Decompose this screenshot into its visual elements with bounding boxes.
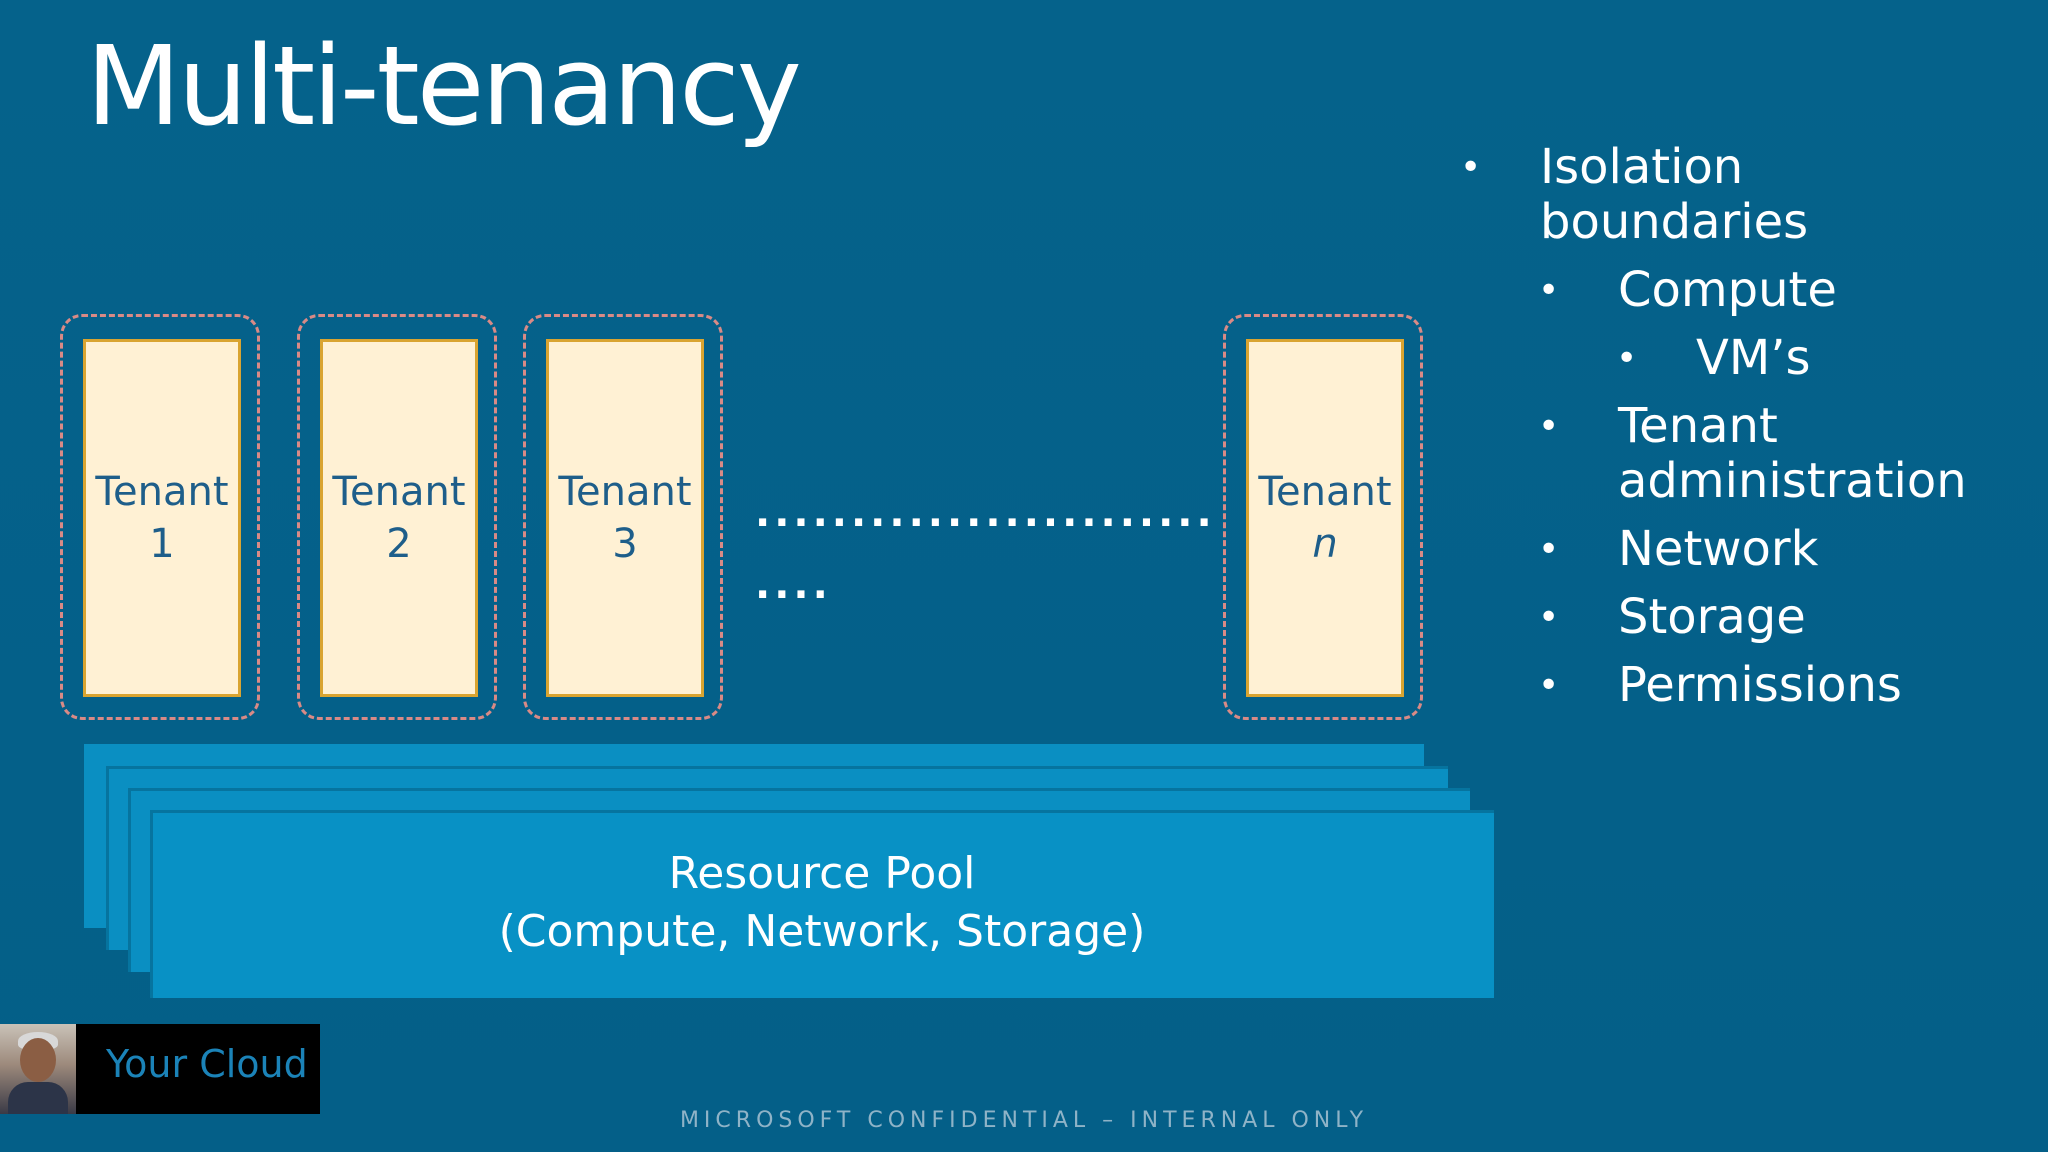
bullet-item: • VM’s [1460, 331, 2020, 386]
bullet-dot-icon: • [1538, 406, 1560, 447]
bullet-item: • Network [1460, 522, 2020, 577]
bullet-list: • Isolation boundaries • Compute • VM’s … [1460, 140, 2020, 726]
bullet-dot-icon: • [1460, 147, 1482, 188]
presenter-label: Your Cloud [106, 1042, 308, 1086]
bullet-item: • Compute [1460, 263, 2020, 318]
tenant-box: Tenant 1 [83, 339, 241, 697]
bullet-item: • Permissions [1460, 658, 2020, 713]
ellipsis-dots: ........................ [755, 490, 1216, 536]
bullet-text: VM’s [1696, 330, 1811, 386]
tenant-isolation-boundary: Tenant 2 [297, 314, 497, 720]
resource-pool-layer-front [150, 810, 1494, 998]
bullet-dot-icon: • [1616, 338, 1638, 379]
bullet-text: Network [1618, 521, 1819, 577]
tenant-number: 3 [612, 521, 638, 567]
tenant-box: Tenant 3 [546, 339, 704, 697]
bullet-item: • Storage [1460, 590, 2020, 645]
avatar-body [8, 1082, 68, 1114]
tenant-number: n [1312, 521, 1338, 567]
presenter-badge: Your Cloud [0, 1024, 320, 1114]
bullet-item: • Tenant administration [1460, 399, 2020, 509]
resource-pool-label: Resource Pool (Compute, Network, Storage… [150, 845, 1494, 961]
tenant-isolation-boundary: Tenant 3 [523, 314, 723, 720]
ellipsis-dots-short: .... [755, 562, 832, 608]
confidential-footer: MICROSOFT CONFIDENTIAL – INTERNAL ONLY [679, 1108, 1369, 1133]
tenant-isolation-boundary: Tenant n [1223, 314, 1423, 720]
tenant-box: Tenant n [1246, 339, 1404, 697]
tenant-number: 2 [386, 521, 412, 567]
resource-pool-title: Resource Pool [668, 848, 976, 899]
bullet-dot-icon: • [1538, 597, 1560, 638]
tenant-isolation-boundary: Tenant 1 [60, 314, 260, 720]
avatar-head [20, 1038, 56, 1082]
bullet-text: Permissions [1618, 657, 1902, 713]
slide-title: Multi-tenancy [86, 22, 802, 150]
tenant-label: Tenant [1258, 469, 1392, 515]
resource-pool-subtitle: (Compute, Network, Storage) [498, 906, 1146, 957]
tenant-number: 1 [149, 521, 175, 567]
tenant-label: Tenant [558, 469, 692, 515]
tenant-box: Tenant 2 [320, 339, 478, 697]
bullet-text: Storage [1618, 589, 1806, 645]
bullet-text: Isolation boundaries [1540, 139, 1809, 250]
bullet-dot-icon: • [1538, 270, 1560, 311]
bullet-dot-icon: • [1538, 529, 1560, 570]
bullet-item: • Isolation boundaries [1460, 140, 2020, 250]
bullet-dot-icon: • [1538, 665, 1560, 706]
tenant-label: Tenant [95, 469, 229, 515]
presenter-avatar [0, 1024, 76, 1114]
bullet-text: Compute [1618, 262, 1837, 318]
bullet-text: Tenant administration [1618, 398, 1967, 509]
tenant-label: Tenant [332, 469, 466, 515]
